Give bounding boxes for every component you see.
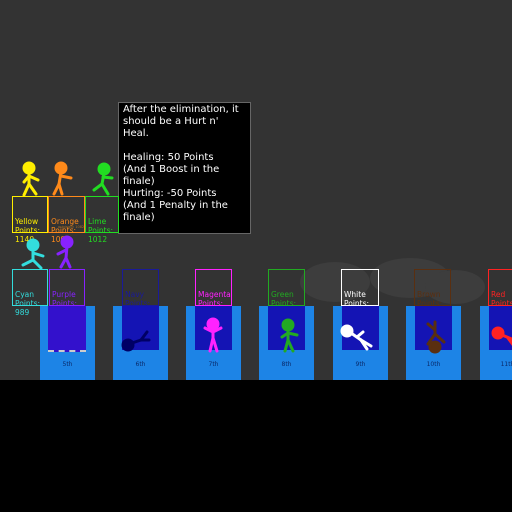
yellow-stickfigure — [22, 161, 40, 197]
points-label: Points: — [417, 299, 443, 308]
points-label: Points: — [15, 226, 41, 235]
points-label: Points: — [15, 299, 41, 308]
pillar-slot — [48, 306, 86, 352]
player-name: White — [344, 290, 366, 299]
rules-dialog: After the elimination, it should be a Hu… — [118, 102, 251, 234]
points-label: Points: — [271, 299, 297, 308]
eleventh-place-pillar: 11th — [480, 306, 512, 380]
points-label: Points: — [344, 299, 370, 308]
player-name: Navy — [125, 290, 145, 299]
points-label: Points: — [198, 299, 224, 308]
player-name: Magenta — [198, 290, 231, 299]
place-label: 7th — [208, 361, 219, 368]
points-label: Points: — [52, 299, 78, 308]
player-name: Yellow — [15, 217, 39, 226]
place-label: 11th — [500, 361, 512, 368]
place-label: 5th — [62, 361, 73, 368]
player-name: Purple — [52, 290, 76, 299]
points-value: 1012 — [88, 235, 108, 244]
points-value: 989 — [15, 308, 30, 317]
eighth-place-pillar: 8th — [259, 306, 314, 380]
green-stickfigure — [280, 318, 299, 353]
smoke-cloud — [425, 270, 485, 304]
brown-stickfigure — [426, 320, 446, 354]
purple-stickfigure — [56, 235, 74, 269]
player-name: Lime — [88, 217, 107, 226]
player-name: Orange — [51, 217, 79, 226]
points-label: Points: — [88, 226, 114, 235]
fifth-place-pillar: 5th — [40, 306, 95, 380]
seventh-place-pillar: 7th — [186, 306, 241, 380]
player-name: Red — [491, 290, 506, 299]
ninth-place-pillar: 9th — [333, 306, 388, 380]
player-name: Cyan — [15, 290, 35, 299]
place-label: 10th — [426, 361, 441, 368]
arena-floor — [0, 380, 512, 512]
place-label: 9th — [355, 361, 366, 368]
orange-note: originally 1082 — [58, 225, 85, 229]
magenta-stickfigure — [203, 317, 223, 353]
cyan-stickfigure — [21, 238, 45, 270]
tenth-place-pillar: 10th — [406, 306, 461, 380]
smoke-cloud — [300, 262, 370, 302]
sixth-place-pillar: 6th — [113, 306, 168, 380]
orange-stickfigure — [52, 161, 73, 196]
points-value: 1140 — [15, 235, 35, 244]
player-name: Brown — [417, 290, 441, 299]
points-value: 1097 — [51, 235, 71, 244]
player-name: Green — [271, 290, 294, 299]
lime-stickfigure — [92, 162, 114, 196]
red-stickfigure — [491, 326, 512, 346]
points-label: Points: — [491, 299, 512, 308]
navy-stickfigure — [121, 330, 151, 352]
points-label: Points: — [125, 299, 151, 308]
points-label: Points: — [51, 226, 77, 235]
white-stickfigure — [340, 324, 373, 351]
place-label: 6th — [135, 361, 146, 368]
place-label: 8th — [281, 361, 292, 368]
